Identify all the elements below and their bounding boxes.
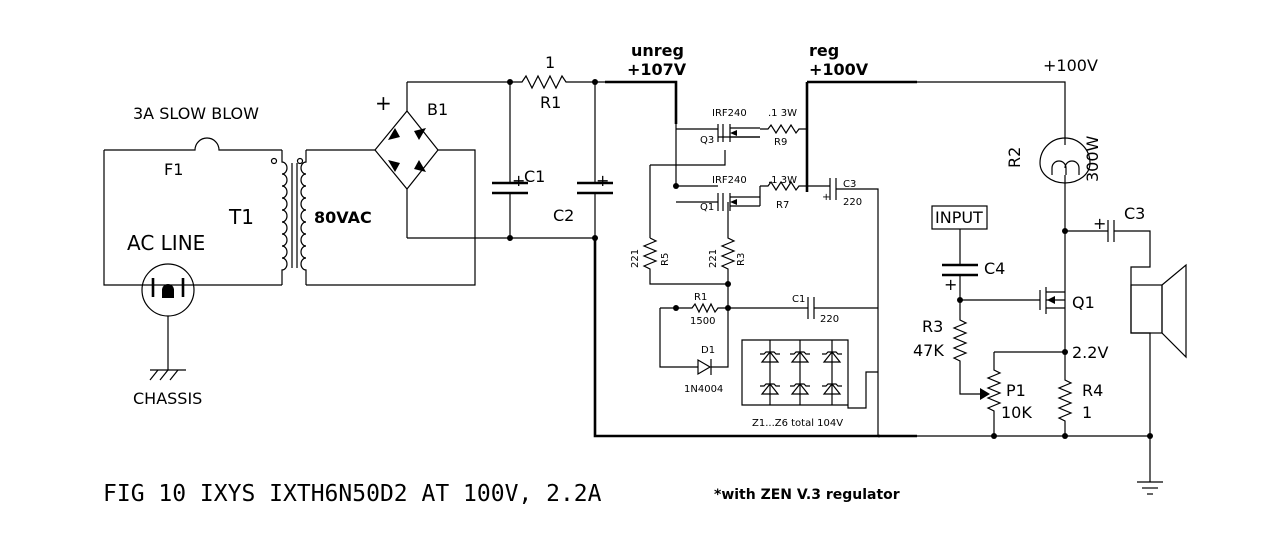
regulator-rails bbox=[593, 80, 917, 438]
r4-value-label: 1 bbox=[1082, 403, 1092, 422]
c3-reg-label: C3 bbox=[843, 179, 856, 190]
r3-reg-value-label: 221 bbox=[708, 249, 719, 268]
chassis-ground-icon bbox=[149, 369, 186, 381]
p1-label: P1 bbox=[1006, 381, 1026, 400]
chassis-label: CHASSIS bbox=[133, 389, 202, 408]
input-label: INPUT bbox=[935, 208, 983, 227]
figure-note: *with ZEN V.3 regulator bbox=[714, 487, 900, 503]
r3-reg-label: R3 bbox=[736, 253, 747, 266]
r3-label: R3 bbox=[922, 317, 943, 336]
rail-voltage-label: +100V bbox=[1043, 56, 1098, 75]
ground-icon bbox=[1137, 481, 1163, 495]
c3-reg-value-label: 220 bbox=[843, 197, 862, 208]
p1-value-label: 10K bbox=[1001, 403, 1032, 422]
c1-plus-label: + bbox=[512, 171, 525, 190]
lamp-r2-icon bbox=[1039, 137, 1091, 184]
figure-caption: FIG 10 IXYS IXTH6N50D2 AT 100V, 2.2A bbox=[103, 481, 602, 507]
r2-value-label: 300W bbox=[1083, 135, 1102, 182]
c1-label: C1 bbox=[524, 167, 545, 186]
r1-value-label: 1 bbox=[545, 53, 555, 72]
unreg-voltage-label: +107V bbox=[627, 60, 687, 79]
r9-value-label: .1 3W bbox=[768, 108, 797, 119]
c4-plus-label: + bbox=[944, 275, 957, 294]
regulator-circuit bbox=[642, 123, 879, 436]
bridge-plus-label: + bbox=[375, 91, 392, 115]
q3-part-label: IRF240 bbox=[712, 108, 747, 119]
speaker-icon bbox=[1130, 263, 1187, 359]
secondary-voltage-label: 80VAC bbox=[314, 208, 372, 227]
q1-reg-label: Q1 bbox=[700, 202, 714, 213]
ac-plug-icon bbox=[141, 263, 195, 370]
unreg-label: unreg bbox=[631, 41, 684, 60]
r5-value-label: 221 bbox=[630, 249, 641, 268]
fuse-rating-label: 3A SLOW BLOW bbox=[133, 104, 259, 123]
reg-label: reg bbox=[809, 41, 839, 60]
mosfet-q1-icon bbox=[1039, 287, 1066, 314]
fuse-label: F1 bbox=[164, 160, 183, 179]
transformer-core-icon bbox=[291, 163, 298, 268]
ac-line-label: AC LINE bbox=[127, 231, 205, 255]
r1-label: R1 bbox=[540, 93, 561, 112]
r3-value-label: 47K bbox=[913, 341, 944, 360]
c4-label: C4 bbox=[984, 259, 1005, 278]
primary-circuit bbox=[103, 137, 288, 286]
filter-circuit bbox=[407, 74, 613, 241]
r4-label: R4 bbox=[1082, 381, 1103, 400]
q3-label: Q3 bbox=[700, 135, 714, 146]
zener-note-label: Z1...Z6 total 104V bbox=[752, 418, 843, 429]
r9-label: R9 bbox=[774, 137, 787, 148]
c3-plus-label: + bbox=[1093, 214, 1106, 233]
r7-label: R7 bbox=[776, 200, 789, 211]
c1-reg-value-label: 220 bbox=[820, 314, 839, 325]
r5-label: R5 bbox=[660, 253, 671, 266]
bias-voltage-label: 2.2V bbox=[1072, 343, 1108, 362]
r1-reg-label: R1 bbox=[694, 292, 707, 303]
reg-voltage-label: +100V bbox=[809, 60, 869, 79]
transformer-label: T1 bbox=[228, 205, 254, 229]
q1-reg-part-label: IRF240 bbox=[712, 175, 747, 186]
r7-value-label: .1 3W bbox=[768, 175, 797, 186]
r2-label: R2 bbox=[1005, 147, 1024, 168]
input-box bbox=[931, 205, 988, 230]
secondary-circuit bbox=[296, 149, 476, 286]
c2-plus-label: + bbox=[596, 171, 609, 190]
c3-reg-plus-label: + bbox=[822, 192, 830, 203]
mosfet-q1-reg-icon bbox=[717, 186, 761, 211]
q1-label: Q1 bbox=[1072, 293, 1095, 312]
mosfet-q3-icon bbox=[717, 124, 760, 142]
bridge-label: B1 bbox=[427, 100, 448, 119]
d1-label: D1 bbox=[701, 345, 715, 356]
r1-reg-value-label: 1500 bbox=[690, 316, 715, 327]
c3-label: C3 bbox=[1124, 204, 1145, 223]
c1-reg-label: C1 bbox=[792, 294, 805, 305]
d1-part-label: 1N4004 bbox=[684, 384, 723, 395]
c2-label: C2 bbox=[553, 206, 574, 225]
zener-diodes-icon bbox=[760, 340, 842, 405]
bridge-rectifier-icon bbox=[374, 82, 439, 238]
